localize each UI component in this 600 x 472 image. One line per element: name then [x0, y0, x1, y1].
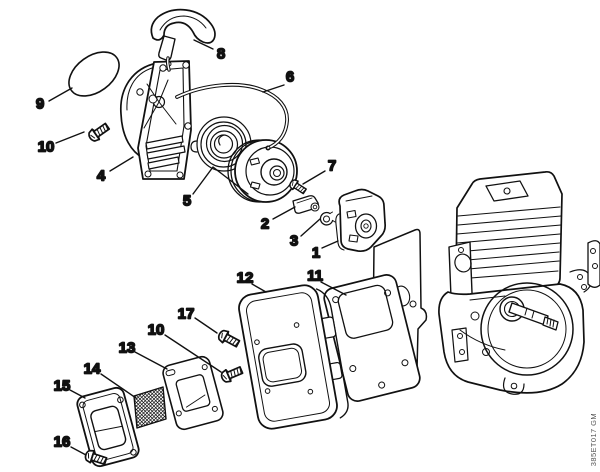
starter-housing: [120, 60, 192, 180]
sealing-ring: [68, 51, 120, 97]
starter-grip: [150, 8, 216, 61]
part-callout-11: 11: [307, 268, 323, 285]
callout-leader-13: [134, 351, 168, 370]
part-callout-4: 4: [97, 168, 106, 185]
screw-17: [215, 327, 242, 351]
callout-leader-12: [251, 283, 267, 293]
part-callout-6: 6: [286, 69, 294, 86]
part-callout-2: 2: [261, 216, 269, 233]
starter-pawl: [292, 195, 320, 214]
callout-leader-17: [194, 317, 218, 334]
callout-leader-10a: [55, 131, 85, 144]
engine-mount-bracket-edge: [587, 240, 600, 288]
part-callout-3: 3: [290, 233, 298, 250]
callout-leader-3: [300, 218, 321, 237]
starter-rope-short: [165, 56, 171, 72]
callout-leader-11: [320, 281, 347, 296]
image-code: 385ET017 GM: [589, 412, 598, 466]
part-callout-5: 5: [183, 193, 191, 210]
muffler-cover-plate: [76, 386, 140, 468]
part-callout-15: 15: [54, 378, 71, 395]
callout-leader-1: [321, 240, 339, 249]
part-callout-10b: 10: [148, 322, 165, 339]
callout-leader-9: [48, 87, 73, 102]
callout-leader-8: [193, 39, 214, 50]
rope-rotor: [227, 139, 298, 203]
callout-leader-4: [109, 156, 134, 172]
engine-cylinder-crankcase: [438, 170, 592, 395]
callout-leader-16: [70, 446, 87, 456]
part-callout-17: 17: [178, 306, 195, 323]
callout-leader-14: [100, 373, 137, 399]
spark-arrestor-screen: [133, 386, 167, 429]
part-callout-16: 16: [54, 434, 71, 451]
callout-leader-5: [192, 166, 249, 195]
muffler-body: [238, 284, 349, 430]
callout-leader-15: [69, 389, 86, 399]
starter-rope: [175, 82, 289, 151]
screw-10b: [218, 363, 245, 385]
callout-leader-2: [272, 206, 296, 220]
part-callout-9: 9: [36, 96, 44, 113]
part-callout-10a: 10: [38, 139, 55, 156]
cover-gasket: [162, 355, 224, 431]
part-callout-8: 8: [217, 46, 225, 63]
callout-leader-6: [262, 84, 285, 93]
callout-leader-7: [302, 170, 326, 185]
part-callout-12: 12: [237, 270, 254, 287]
callout-leader-10b: [164, 334, 222, 373]
part-callout-7: 7: [328, 158, 336, 175]
callout-leader-lines: [48, 39, 347, 456]
muffler-gasket: [323, 274, 421, 402]
part-callout-14: 14: [84, 361, 101, 378]
pawl-clip: [319, 211, 336, 226]
starter-cup: [335, 188, 387, 253]
part-callout-13: 13: [119, 340, 136, 357]
screw-10a: [85, 120, 112, 145]
part-callout-1: 1: [312, 245, 320, 262]
